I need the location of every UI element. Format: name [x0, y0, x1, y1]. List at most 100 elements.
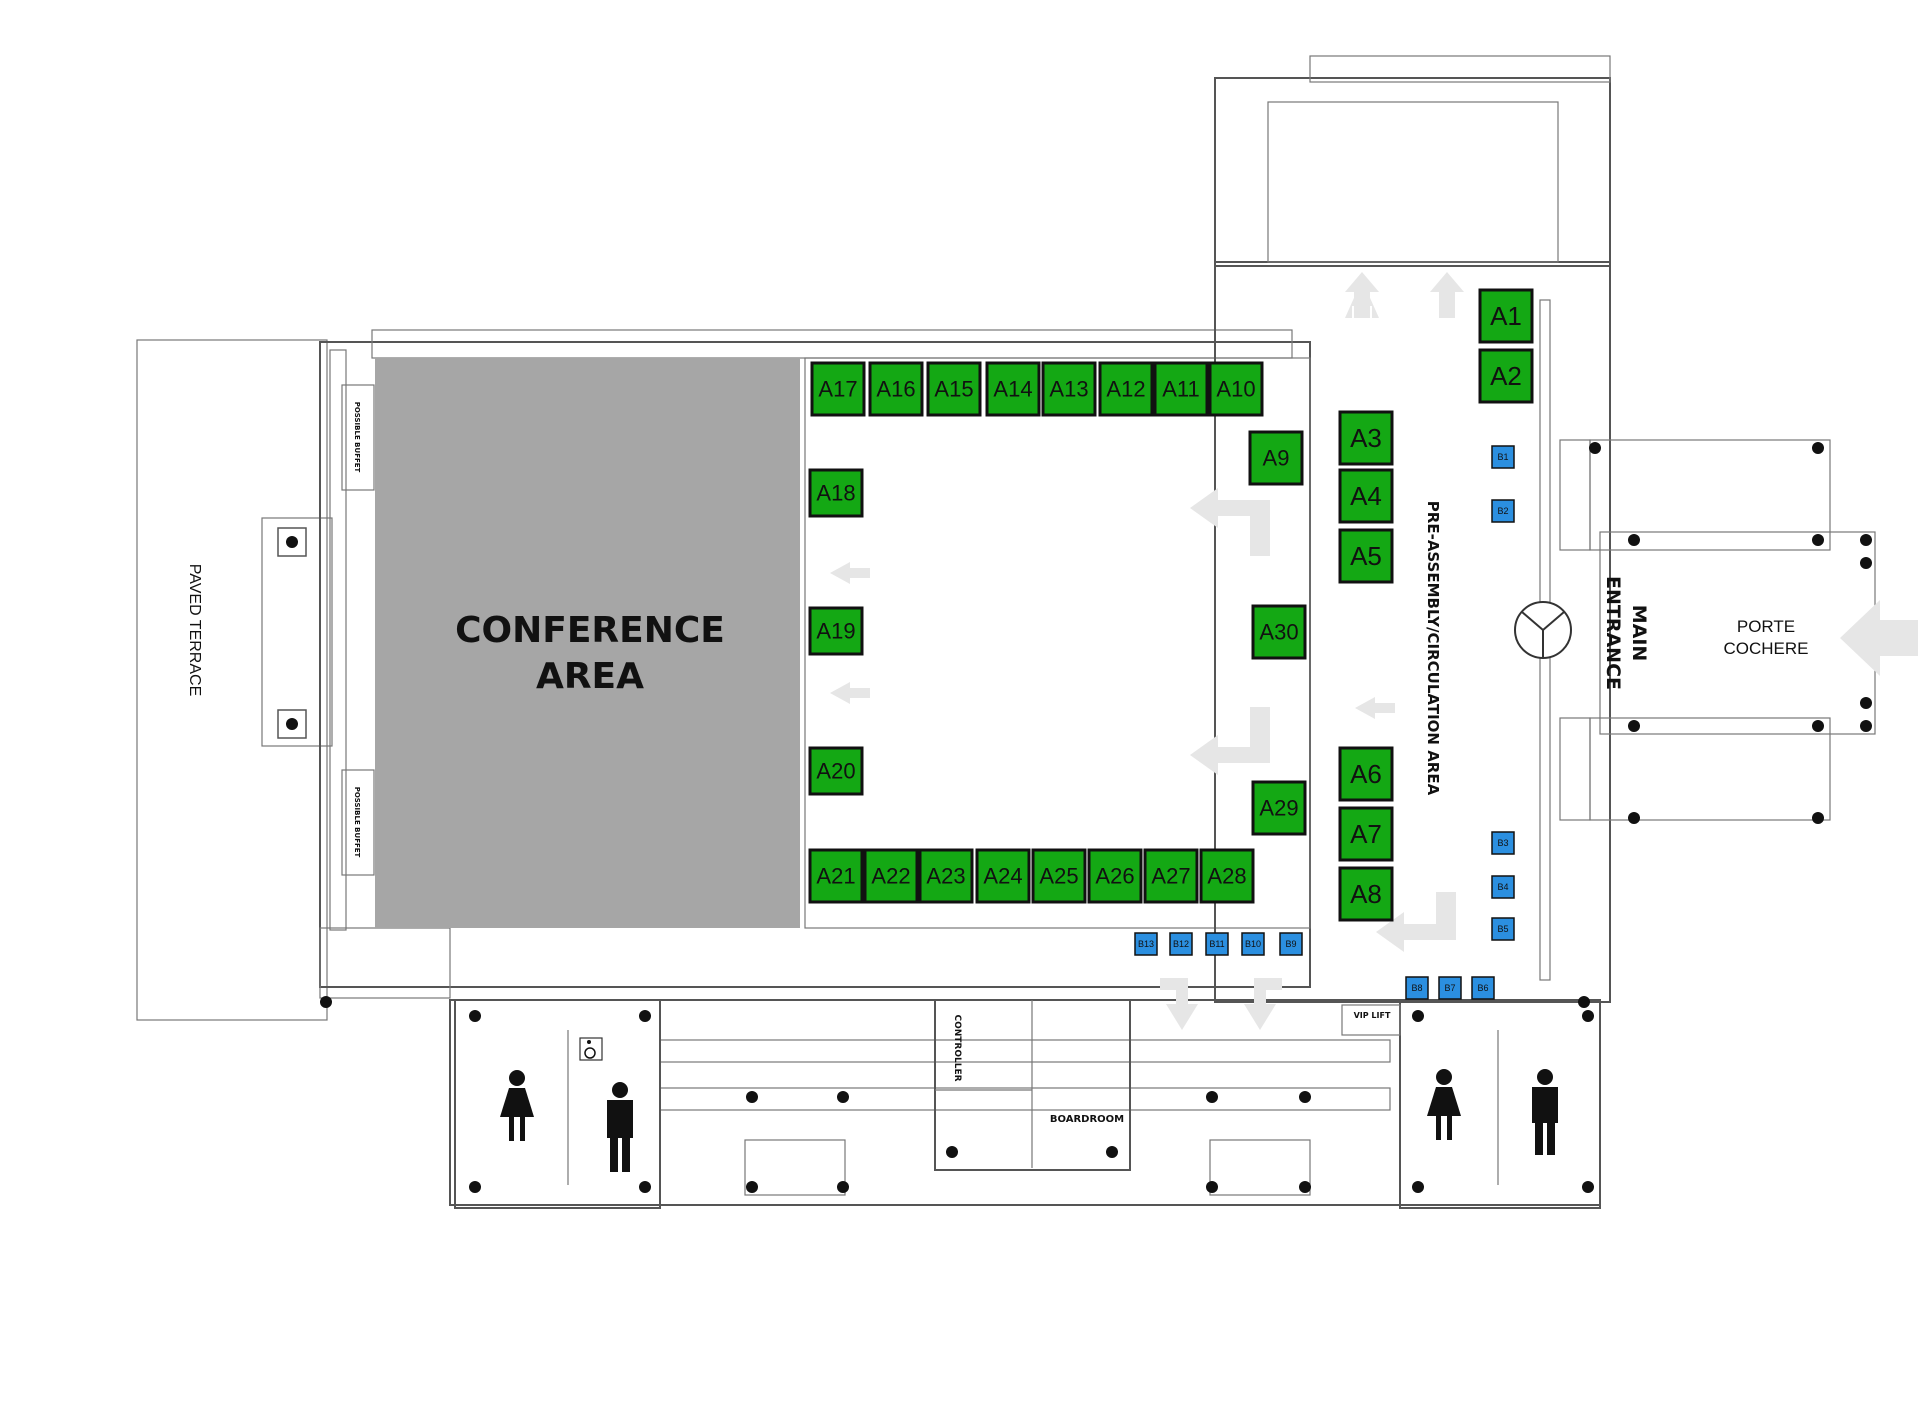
booth-b2-box: [1491, 499, 1515, 523]
booth-a7[interactable]: A7: [1338, 806, 1394, 862]
booth-a21-label: A21: [816, 864, 855, 889]
booth-a2-label: A2: [1490, 361, 1522, 391]
booth-b8[interactable]: B8: [1405, 976, 1429, 1000]
booth-a17-box: [810, 361, 866, 417]
booth-b2[interactable]: B2: [1491, 499, 1515, 523]
booth-b5[interactable]: B5: [1491, 917, 1515, 941]
booth-b13-label: B13: [1138, 939, 1154, 949]
booth-a25-box: [1031, 848, 1087, 904]
booth-b3-box: [1491, 831, 1515, 855]
booth-a18[interactable]: A18: [808, 468, 864, 518]
conference-area-label-line2: AREA: [536, 656, 644, 697]
building-walls: [136, 55, 1876, 1209]
west-wall-frame: [329, 349, 347, 931]
booth-a6-box: [1338, 746, 1394, 802]
booth-a29[interactable]: A29: [1251, 780, 1307, 836]
booth-a12-label: A12: [1106, 377, 1145, 402]
booth-a1[interactable]: A1: [1478, 288, 1534, 344]
booth-b12-label: B12: [1173, 939, 1189, 949]
direction-arrow-icon: [1190, 707, 1270, 775]
booth-a24[interactable]: A24: [975, 848, 1031, 904]
booth-a14[interactable]: A14: [985, 361, 1041, 417]
possible-buffet-north[interactable]: [341, 384, 375, 491]
booth-a11[interactable]: A11: [1153, 361, 1209, 417]
booth-a24-label: A24: [983, 864, 1022, 889]
booth-b5-label: B5: [1497, 924, 1508, 934]
booth-a22[interactable]: A22: [863, 848, 919, 904]
booth-a19[interactable]: A19: [808, 606, 864, 656]
booth-a22-label: A22: [871, 864, 910, 889]
booth-b9[interactable]: B9: [1279, 932, 1303, 956]
booth-a30[interactable]: A30: [1251, 604, 1307, 660]
booths-a-group: A1A2A3A4A5A6A7A8A9A10A11A12A13A14A15A16A…: [808, 288, 1534, 922]
booth-b4-label: B4: [1497, 882, 1508, 892]
booth-a12[interactable]: A12: [1098, 361, 1154, 417]
booth-a6[interactable]: A6: [1338, 746, 1394, 802]
booth-a13[interactable]: A13: [1041, 361, 1097, 417]
booth-b1-label: B1: [1497, 452, 1508, 462]
paved-terrace-label: PAVED TERRACE: [186, 564, 203, 696]
booth-a23-label: A23: [926, 864, 965, 889]
direction-arrow-icon: [830, 682, 870, 704]
restroom-east-outline: [1399, 999, 1601, 1209]
vip-lift[interactable]: [1341, 1004, 1401, 1036]
booth-a10-label: A10: [1216, 377, 1255, 402]
booth-b6[interactable]: B6: [1471, 976, 1495, 1000]
booth-b13[interactable]: B13: [1134, 932, 1158, 956]
booth-a13-box: [1041, 361, 1097, 417]
booth-a29-box: [1251, 780, 1307, 836]
pre-assembly-label: PRE-ASSEMBLY/CIRCULATION AREA: [1424, 501, 1442, 796]
booth-b7[interactable]: B7: [1438, 976, 1462, 1000]
booth-a14-label: A14: [993, 377, 1032, 402]
north-wall-band: [371, 329, 1293, 359]
booth-a5[interactable]: A5: [1338, 528, 1394, 584]
booth-a19-label: A19: [816, 619, 855, 644]
booth-a16[interactable]: A16: [868, 361, 924, 417]
booth-a25[interactable]: A25: [1031, 848, 1087, 904]
booth-b3[interactable]: B3: [1491, 831, 1515, 855]
booth-b12[interactable]: B12: [1169, 932, 1193, 956]
direction-arrow-icon: [830, 562, 870, 584]
controller-label: CONTROLLER: [952, 1014, 962, 1081]
possible-buffet-south[interactable]: [341, 769, 375, 876]
direction-arrows: [830, 272, 1918, 1030]
female-restroom-icon: [500, 1070, 534, 1141]
booth-a8[interactable]: A8: [1338, 866, 1394, 922]
booth-b11[interactable]: B11: [1205, 932, 1229, 956]
booth-a4-box: [1338, 468, 1394, 524]
booth-a23[interactable]: A23: [918, 848, 974, 904]
booth-a27[interactable]: A27: [1143, 848, 1199, 904]
booth-a4-label: A4: [1350, 481, 1382, 511]
booth-a2[interactable]: A2: [1478, 348, 1534, 404]
booth-a17-label: A17: [818, 377, 857, 402]
booth-a3[interactable]: A3: [1338, 410, 1394, 466]
booth-b11-label: B11: [1209, 939, 1224, 949]
booth-b4[interactable]: B4: [1491, 875, 1515, 899]
booth-a26[interactable]: A26: [1087, 848, 1143, 904]
restroom-west-outline: [454, 999, 661, 1209]
booth-a15-box: [926, 361, 982, 417]
booth-a3-box: [1338, 410, 1394, 466]
direction-arrow-icon: [1840, 600, 1918, 676]
booth-a7-label: A7: [1350, 819, 1382, 849]
booth-a6-label: A6: [1350, 759, 1382, 789]
booth-b10[interactable]: B10: [1241, 932, 1265, 956]
direction-arrow-icon: [1190, 488, 1270, 556]
conference-area[interactable]: [375, 358, 800, 928]
booth-a2-box: [1478, 348, 1534, 404]
booth-a9[interactable]: A9: [1248, 430, 1304, 486]
booth-a4[interactable]: A4: [1338, 468, 1394, 524]
north-wing-top: [1309, 55, 1611, 83]
direction-arrow-icon: [1376, 892, 1456, 952]
booth-a21[interactable]: A21: [808, 848, 864, 904]
booth-a27-box: [1143, 848, 1199, 904]
booth-a20[interactable]: A20: [808, 746, 864, 796]
booth-a15[interactable]: A15: [926, 361, 982, 417]
booth-a16-box: [868, 361, 924, 417]
booth-a28[interactable]: A28: [1199, 848, 1255, 904]
booth-a17[interactable]: A17: [810, 361, 866, 417]
booth-b1[interactable]: B1: [1491, 445, 1515, 469]
booth-a10[interactable]: A10: [1208, 361, 1264, 417]
